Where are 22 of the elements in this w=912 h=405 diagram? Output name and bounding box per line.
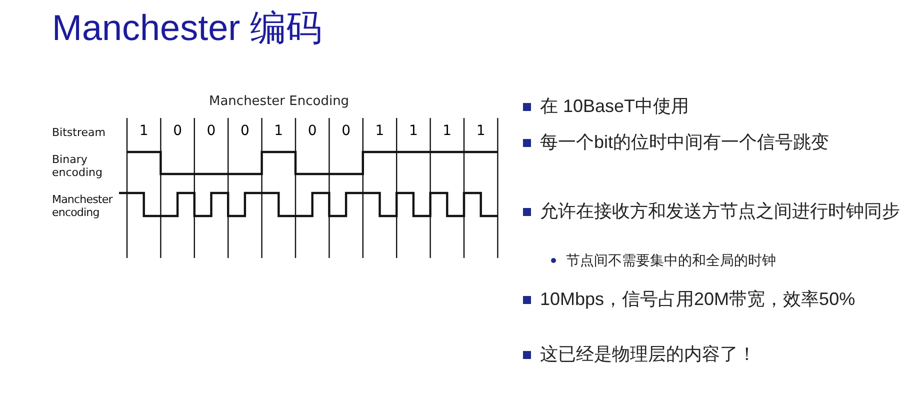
row-label: Manchester encoding [52, 193, 114, 219]
row-label: Binary encoding [52, 153, 104, 179]
bit-value: 0 [341, 123, 352, 139]
bullet-text: 在 10BaseT中使用 [540, 95, 690, 118]
slide-title: Manchester 编码 [52, 6, 322, 50]
bullet-text: 每一个bit的位时中间有一个信号跳变 [540, 131, 830, 154]
bit-value: 0 [307, 123, 318, 139]
bit-value: 1 [374, 123, 385, 139]
row-label: Bitstream [52, 126, 106, 139]
chart-title: Manchester Encoding [209, 94, 350, 109]
bit-value: 0 [206, 123, 216, 139]
bit-value: 0 [240, 123, 250, 139]
bit-value: 1 [442, 123, 452, 139]
bullet-text: 允许在接收方和发送方节点之间进行时钟同步 [540, 200, 900, 223]
bullet-text: 10Mbps，信号占用20M带宽，效率50% [540, 288, 856, 311]
bit-value: 1 [138, 123, 149, 139]
bit-value: 0 [172, 123, 183, 139]
bit-value: 1 [408, 123, 418, 139]
bullet-text: 这已经是物理层的内容了！ [540, 343, 757, 366]
bit-value: 1 [476, 123, 486, 139]
bullet-text: 节点间不需要集中的和全局的时钟 [566, 251, 777, 270]
bit-value: 1 [274, 123, 284, 139]
